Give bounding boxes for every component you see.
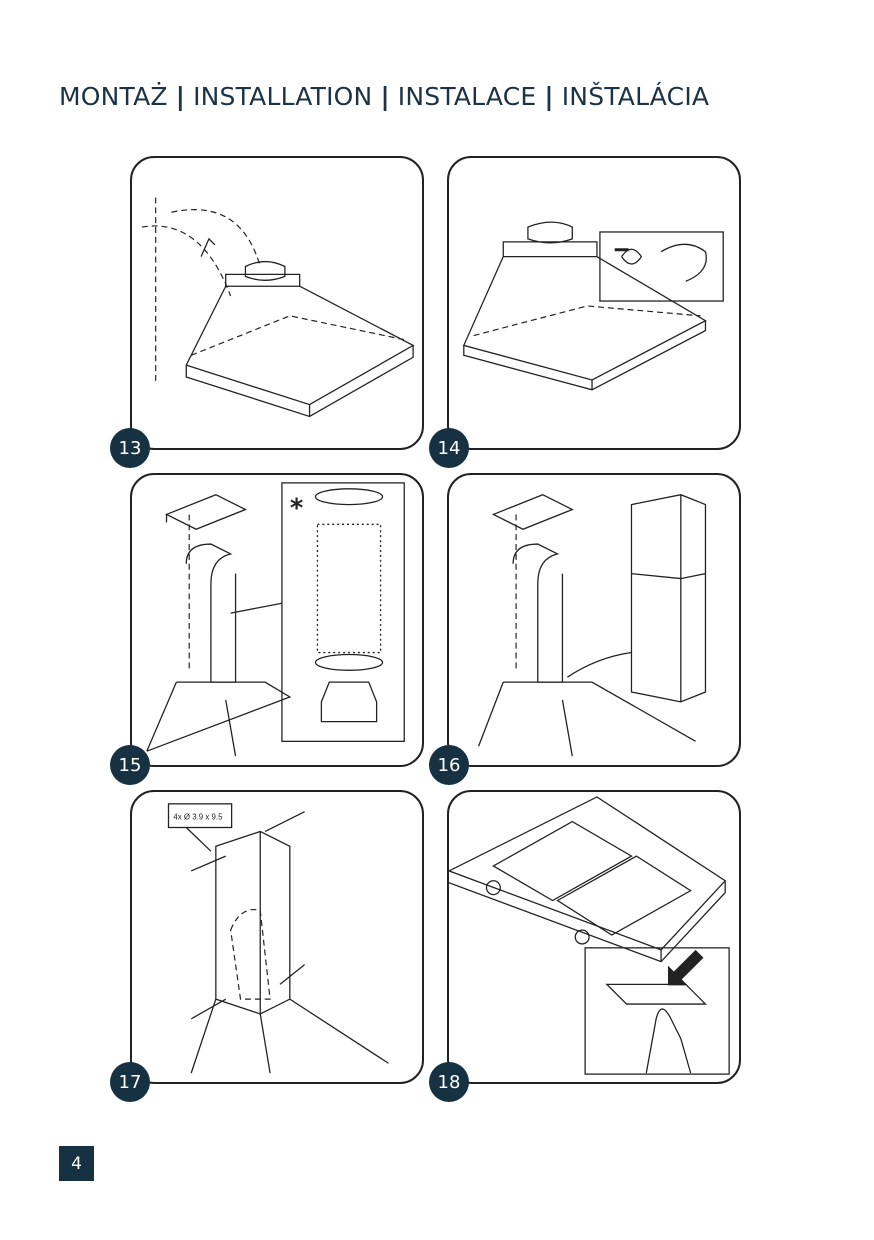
screw-spec-callout: 4x Ø 3.9 x 9.5 — [173, 813, 223, 822]
step-14-illustration — [447, 156, 741, 450]
chimney-cover-drawing — [477, 494, 707, 757]
step-13-illustration — [130, 156, 424, 450]
title-cz: INSTALACE — [397, 82, 537, 111]
step-15-illustration: * — [130, 473, 424, 767]
title-separator: | — [544, 82, 554, 111]
title-sk: INŠTALÁCIA — [561, 82, 710, 111]
asterisk-note: * — [290, 493, 303, 523]
step-16-illustration — [447, 473, 741, 767]
step-number-badge: 17 — [110, 1062, 150, 1102]
page-title: MONTAŻ|INSTALLATION|INSTALACE|INŠTALÁCIA — [59, 82, 709, 111]
step-number-badge: 16 — [429, 745, 469, 785]
title-separator: | — [175, 82, 186, 111]
step-17-illustration: 4x Ø 3.9 x 9.5 — [130, 790, 424, 1084]
step-number-badge: 14 — [429, 428, 469, 468]
screw-tightening-drawing — [462, 221, 724, 391]
title-pl: MONTAŻ — [59, 82, 168, 111]
chimney-screws-drawing: 4x Ø 3.9 x 9.5 — [167, 803, 389, 1074]
step-number-badge: 15 — [110, 745, 150, 785]
title-separator: | — [380, 82, 390, 111]
grease-filter-drawing — [449, 796, 730, 1075]
step-number-badge: 13 — [110, 428, 150, 468]
duct-connection-drawing: * — [146, 482, 405, 757]
hood-mounting-drawing — [141, 197, 415, 418]
step-18-illustration — [447, 790, 741, 1084]
step-number-badge: 18 — [429, 1062, 469, 1102]
page-number: 4 — [59, 1146, 94, 1181]
title-en: INSTALLATION — [193, 82, 373, 111]
